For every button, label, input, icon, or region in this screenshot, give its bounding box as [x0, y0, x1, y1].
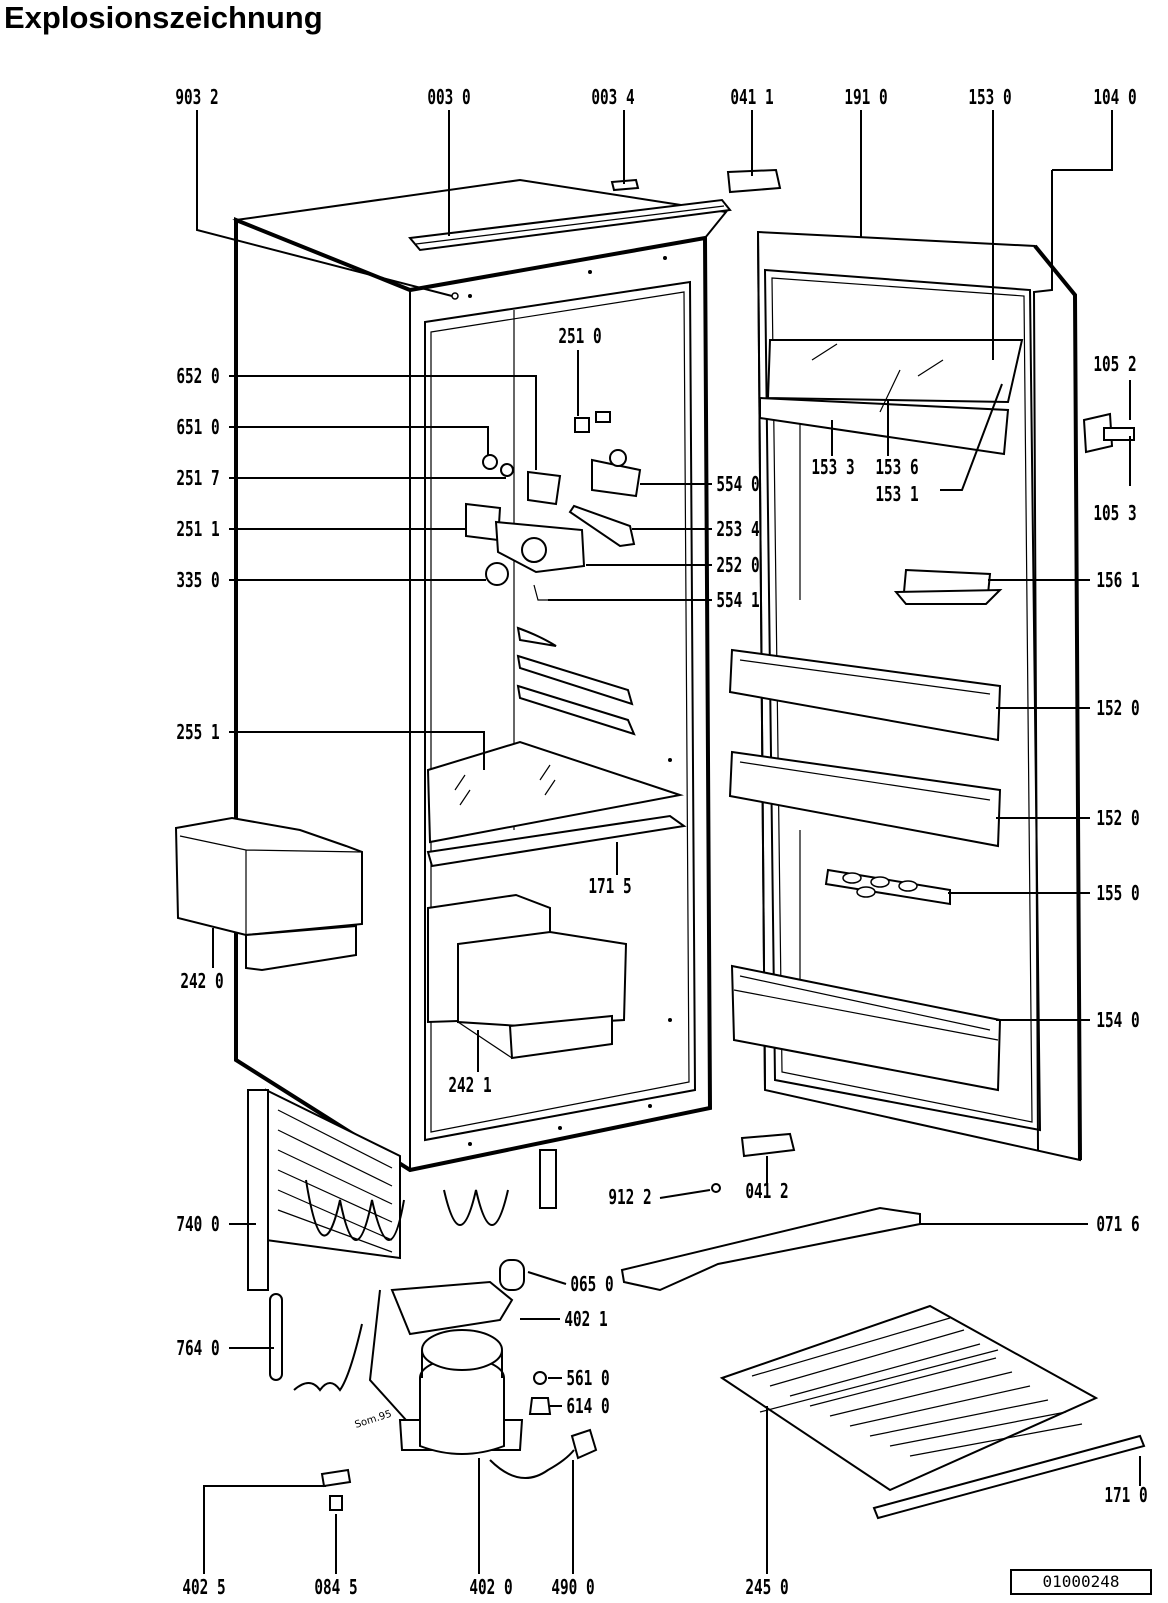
label-402-1: 402 1: [564, 1309, 607, 1332]
label-651-0: 651 0: [176, 417, 219, 440]
label-554-1: 554 1: [716, 590, 759, 613]
page-title: Explosionszeichnung: [4, 0, 323, 35]
label-335-0: 335 0: [176, 570, 219, 593]
label-152-0-upper: 152 0: [1096, 698, 1139, 721]
label-251-1: 251 1: [176, 519, 219, 542]
label-105-3: 105 3: [1093, 503, 1136, 526]
label-153-0: 153 0: [968, 87, 1011, 110]
label-764-0: 764 0: [176, 1338, 219, 1361]
label-155-0: 155 0: [1096, 883, 1139, 906]
control-unit-parts: [465, 411, 642, 601]
label-071-6: 071 6: [1096, 1214, 1139, 1237]
label-152-0-lower: 152 0: [1096, 808, 1139, 831]
compressor: [320, 1259, 598, 1511]
leader-lines: [196, 110, 1141, 1574]
label-105-2: 105 2: [1093, 354, 1136, 377]
inner-shelves: [426, 626, 687, 1060]
label-740-0: 740 0: [176, 1214, 219, 1237]
label-041-1: 041 1: [730, 87, 773, 110]
stamp-text: Som.95: [354, 1409, 394, 1431]
label-561-0: 561 0: [566, 1368, 609, 1391]
label-154-0: 154 0: [1096, 1010, 1139, 1033]
label-041-2: 041 2: [745, 1181, 788, 1204]
label-614-0: 614 0: [566, 1396, 609, 1419]
label-245-0: 245 0: [745, 1577, 788, 1600]
label-255-1: 255 1: [176, 722, 219, 745]
label-153-3: 153 3: [811, 457, 854, 480]
hinges: [610, 168, 1135, 1193]
label-251-0: 251 0: [558, 326, 601, 349]
label-065-0: 065 0: [570, 1274, 613, 1297]
label-153-6: 153 6: [875, 457, 918, 480]
label-402-0: 402 0: [469, 1577, 512, 1600]
label-912-2: 912 2: [608, 1187, 651, 1210]
label-153-1: 153 1: [875, 484, 918, 507]
label-003-4: 003 4: [591, 87, 634, 110]
label-084-5: 084 5: [314, 1577, 357, 1600]
label-253-4: 253 4: [716, 519, 759, 542]
label-652-0: 652 0: [176, 366, 219, 389]
part-number-labels: 903 2 003 0 003 4 041 1 191 0 153 0 104 …: [175, 87, 1147, 1600]
label-003-0: 003 0: [427, 87, 470, 110]
label-251-7: 251 7: [176, 468, 219, 491]
bottom-rails: [620, 1206, 1146, 1520]
label-242-1: 242 1: [448, 1075, 491, 1098]
door: [728, 165, 1113, 1162]
label-104-0: 104 0: [1093, 87, 1136, 110]
condenser: [247, 1088, 557, 1291]
label-554-0: 554 0: [716, 474, 759, 497]
side-bin: [174, 816, 363, 972]
label-171-5: 171 5: [588, 876, 631, 899]
label-903-2: 903 2: [175, 87, 218, 110]
label-171-0: 171 0: [1104, 1485, 1147, 1508]
drawing-code-box: 01000248: [1010, 1569, 1152, 1595]
label-402-5: 402 5: [182, 1577, 225, 1600]
label-156-1: 156 1: [1096, 570, 1139, 593]
label-191-0: 191 0: [844, 87, 887, 110]
label-242-0: 242 0: [180, 971, 223, 994]
capillary-sensor: [269, 1293, 363, 1392]
label-490-0: 490 0: [551, 1577, 594, 1600]
label-252-0: 252 0: [716, 555, 759, 578]
